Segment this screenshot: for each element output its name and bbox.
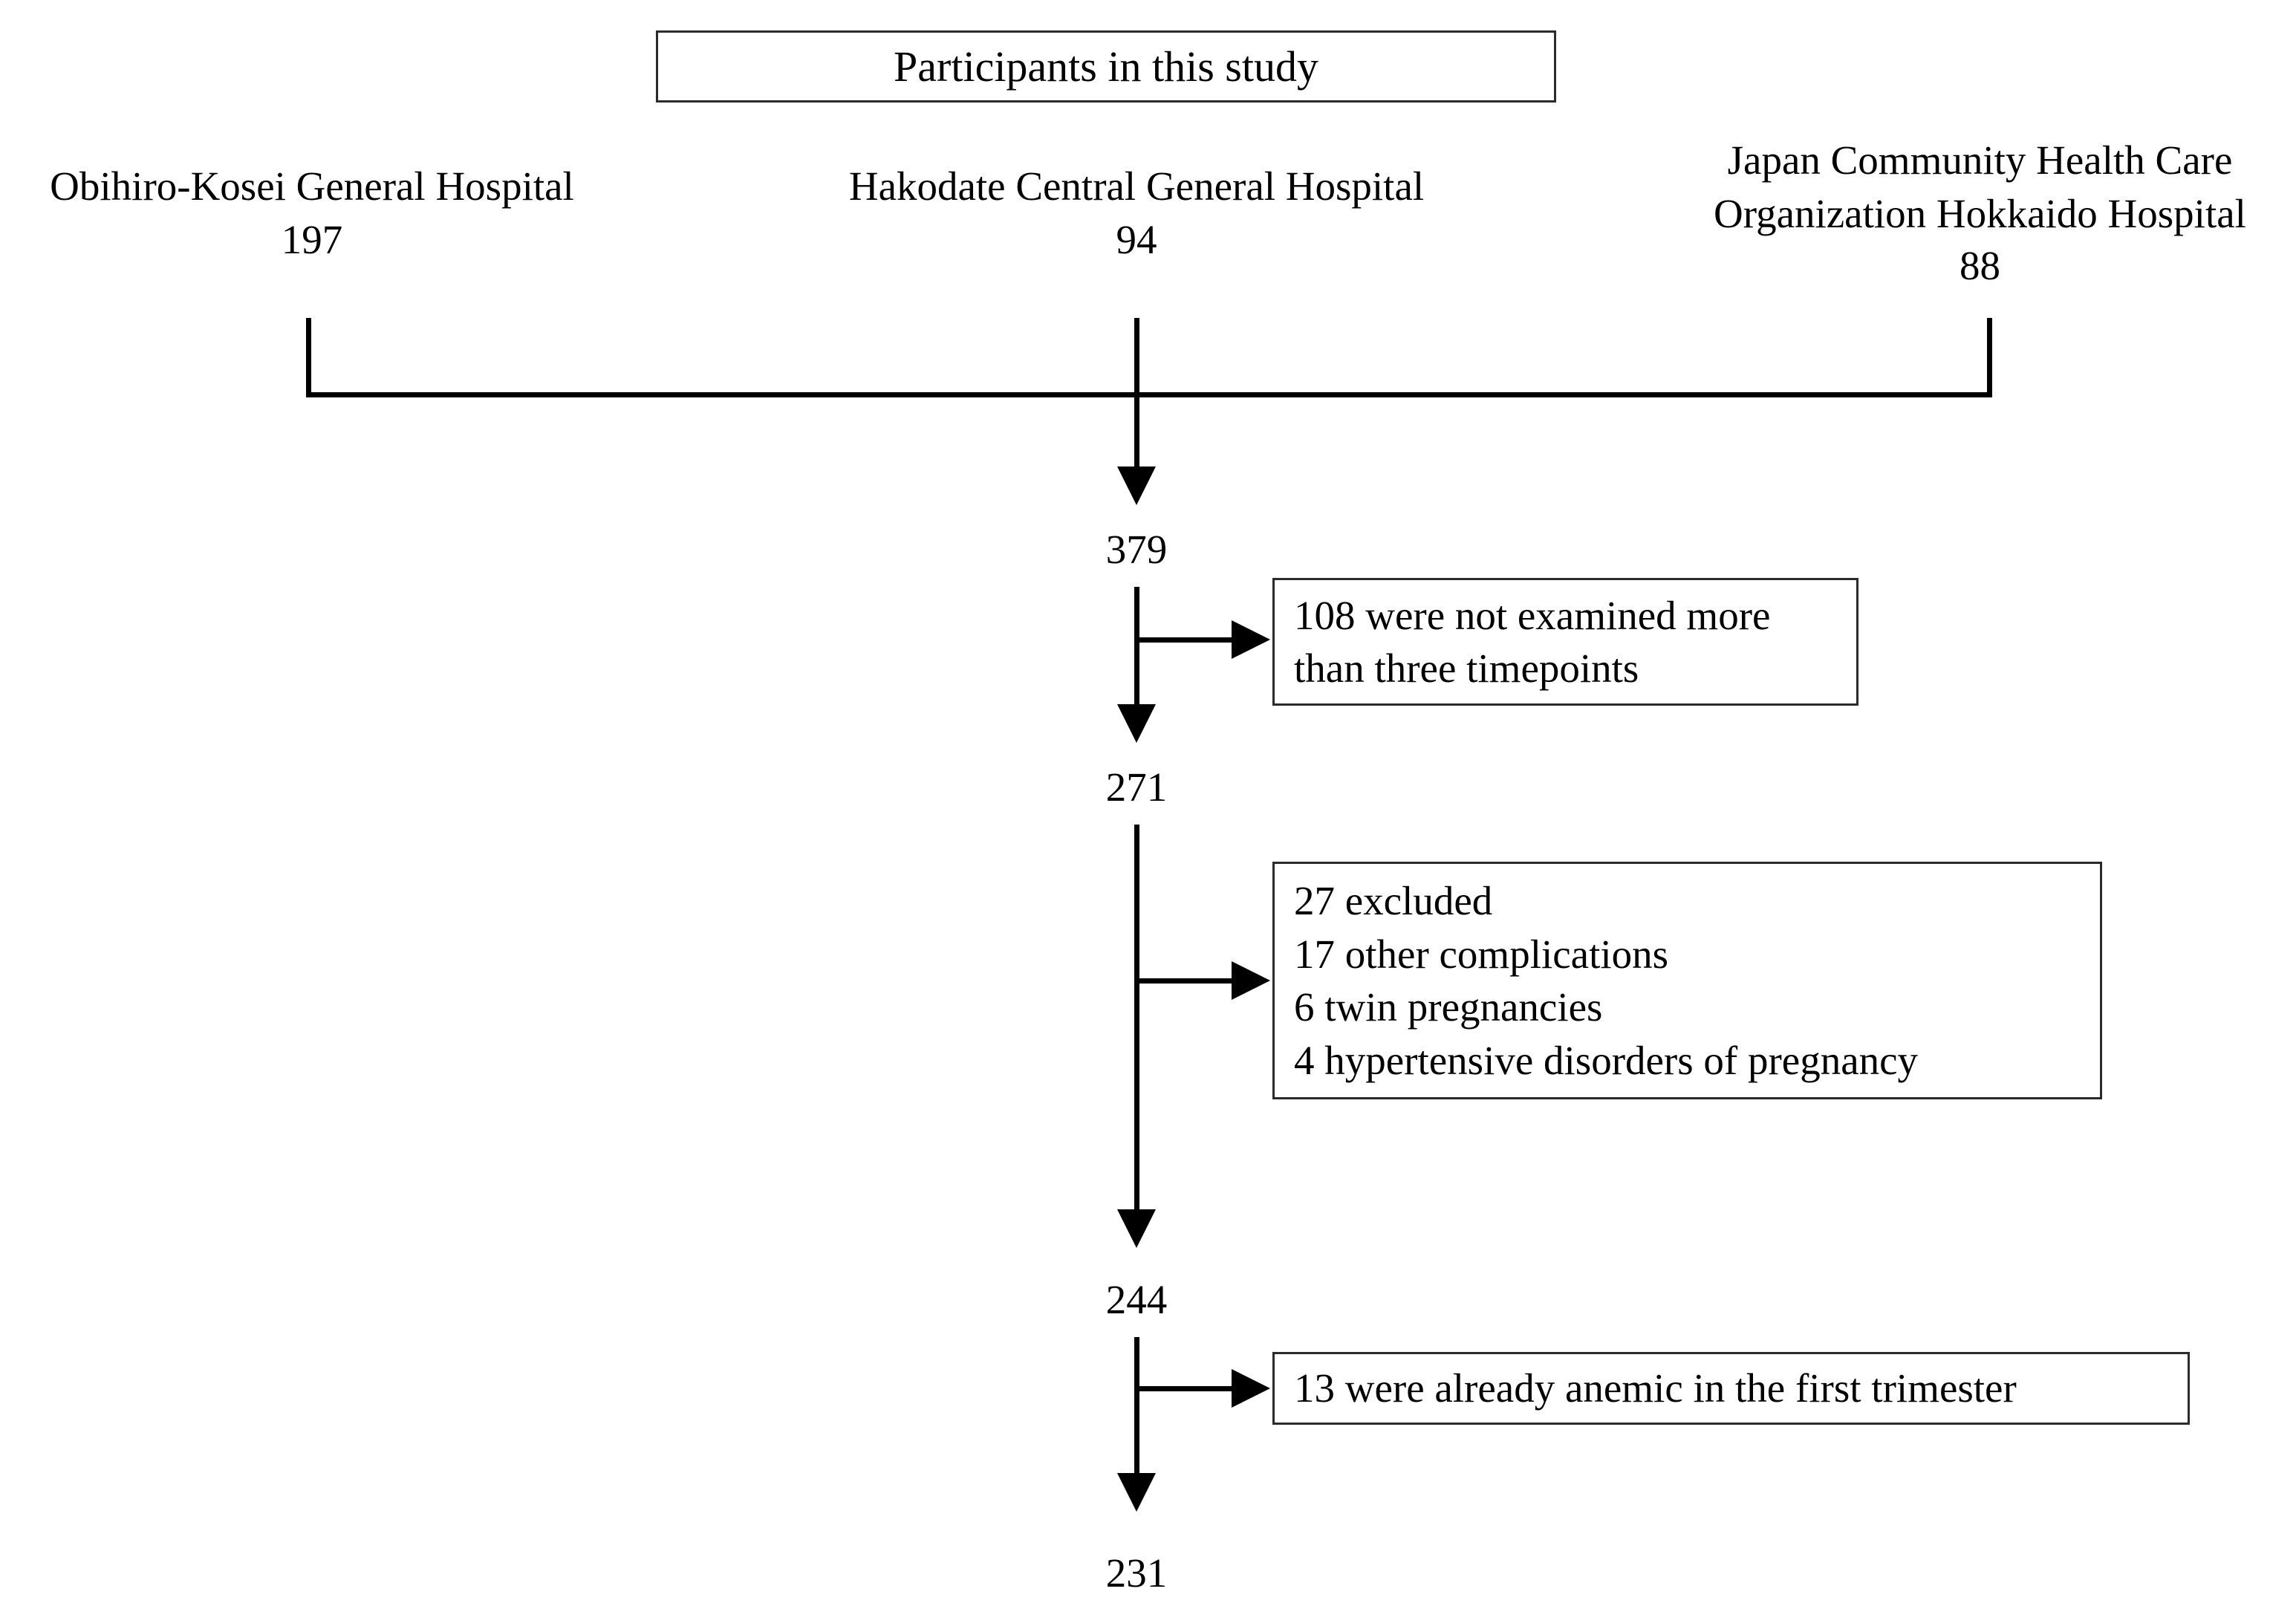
trunk-arrowhead-to-231 xyxy=(1117,1473,1156,1512)
trunk-line-271-to-244 xyxy=(1134,825,1139,1222)
flow-count-after-timepoint-exclusion: 271 xyxy=(1105,764,1168,810)
trunk-line-total-to-271 xyxy=(1134,587,1139,717)
title-box-label: Participants in this study xyxy=(894,42,1318,91)
merge-horizontal-bar xyxy=(306,392,1992,397)
exclusion-box-timepoints-text: 108 were not examined more than three ti… xyxy=(1294,592,1771,692)
branch-line-exclusion-1 xyxy=(1134,637,1238,643)
branch-arrowhead-exclusion-3 xyxy=(1232,1369,1270,1408)
merge-riser-right xyxy=(1987,318,1992,396)
exclusion-box-anemia-text: 13 were already anemic in the first trim… xyxy=(1294,1365,2017,1411)
merge-to-total-line xyxy=(1134,392,1139,474)
source-site-3-count: 88 xyxy=(1960,243,2000,288)
title-box: Participants in this study xyxy=(656,30,1556,103)
merge-riser-left xyxy=(306,318,311,396)
trunk-line-244-to-231 xyxy=(1134,1337,1139,1486)
branch-arrowhead-exclusion-1 xyxy=(1232,620,1270,659)
source-site-1-name: Obihiro-Kosei General Hospital xyxy=(50,163,574,209)
source-site-3-name: Japan Community Health Care Organization… xyxy=(1714,137,2246,236)
branch-arrowhead-exclusion-2 xyxy=(1232,961,1270,1000)
trunk-arrowhead-to-271 xyxy=(1117,704,1156,743)
flow-count-merged-total: 379 xyxy=(1105,527,1168,572)
source-site-1-count: 197 xyxy=(281,217,343,262)
source-site-2-name: Hakodate Central General Hospital xyxy=(848,163,1425,209)
exclusion-box-anemia: 13 were already anemic in the first trim… xyxy=(1272,1352,2190,1425)
source-site-2-count: 94 xyxy=(1116,217,1157,262)
branch-line-exclusion-2 xyxy=(1134,978,1238,984)
exclusion-box-complications: 27 excluded 17 other complications 6 twi… xyxy=(1272,862,2102,1099)
branch-line-exclusion-3 xyxy=(1134,1386,1238,1391)
exclusion-box-complications-text: 27 excluded 17 other complications 6 twi… xyxy=(1294,878,1919,1083)
trunk-arrowhead-to-244 xyxy=(1117,1209,1156,1248)
merge-to-total-arrowhead xyxy=(1117,466,1156,505)
flow-count-final-cohort: 231 xyxy=(1105,1550,1168,1596)
exclusion-box-timepoints: 108 were not examined more than three ti… xyxy=(1272,578,1858,706)
merge-riser-center xyxy=(1134,318,1139,396)
flow-count-after-complication-exclusion: 244 xyxy=(1105,1277,1168,1322)
